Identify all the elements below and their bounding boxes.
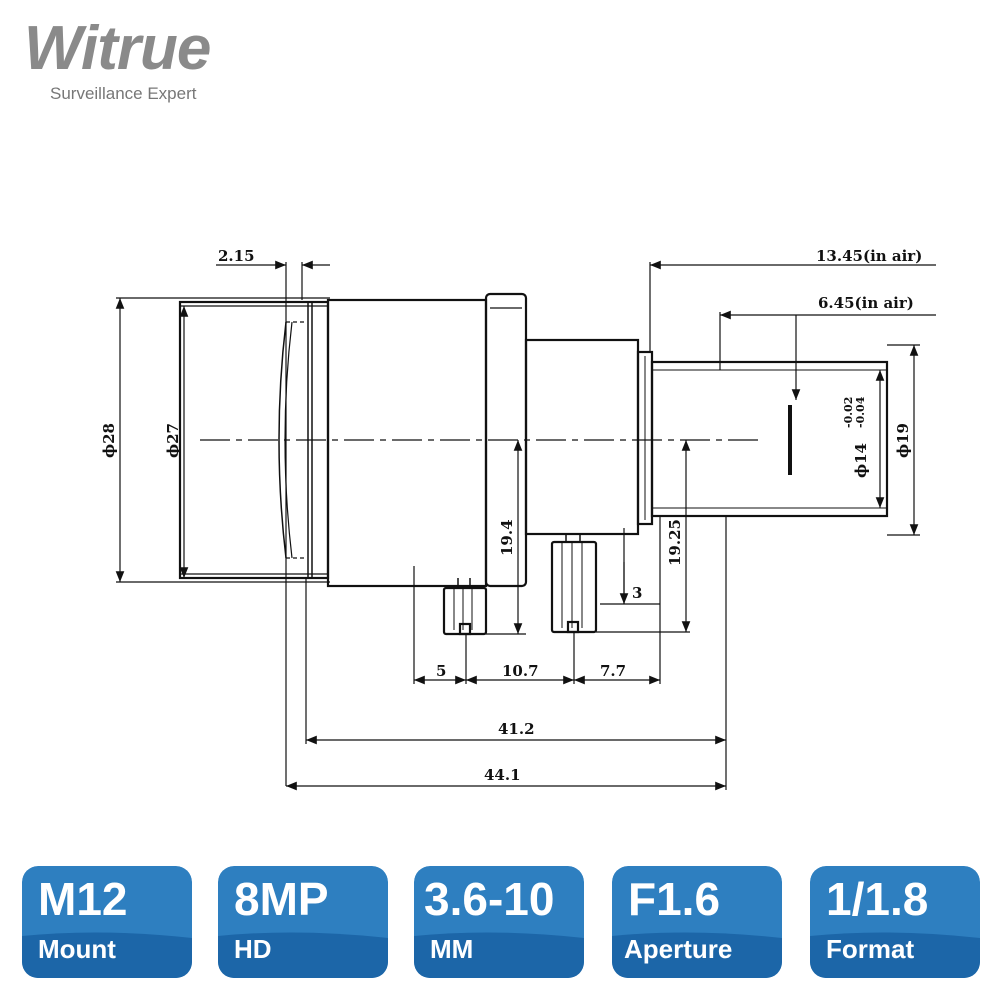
- spec-badges: M12 Mount 8MP HD 3.6-10 MM F1.6 Aperture…: [22, 866, 982, 984]
- dim-phi-28: ϕ28: [100, 423, 118, 458]
- dim-phi-14-lower-tolerance: -0.04: [854, 396, 867, 428]
- dim-phi-14-upper-tolerance: -0.02: [842, 397, 855, 428]
- dim-phi-14: ϕ14: [852, 443, 870, 478]
- badge-format: 1/1.8 Format: [810, 866, 980, 978]
- dim-phi-27: ϕ27: [164, 423, 182, 458]
- badge-format-label: Format: [826, 934, 915, 964]
- dimension-lines: [115, 260, 936, 791]
- badge-resolution: 8MP HD: [218, 866, 388, 978]
- dim-5: 5: [436, 662, 446, 680]
- badge-focal-length: 3.6-10 MM: [414, 866, 584, 978]
- dim-2-15: 2.15: [218, 247, 255, 265]
- dim-phi-19: ϕ19: [894, 423, 912, 458]
- badge-focal-length-label: MM: [430, 934, 474, 964]
- badge-resolution-label: HD: [234, 934, 272, 964]
- badge-mount-value: M12: [38, 873, 128, 925]
- dim-44-1: 44.1: [484, 766, 521, 784]
- zoom-screw: [550, 540, 598, 634]
- badge-aperture: F1.6 Aperture: [612, 866, 782, 978]
- dim-19-25: 19.25: [666, 519, 684, 566]
- brand-tagline: Surveillance Expert: [50, 84, 197, 103]
- badge-mount: M12 Mount: [22, 866, 192, 978]
- badge-background: [218, 866, 388, 978]
- badge-background: [22, 866, 192, 978]
- badge-focal-length-value: 3.6-10: [424, 873, 555, 925]
- dim-19-4: 19.4: [498, 519, 516, 556]
- focus-screw: [442, 586, 488, 636]
- badge-mount-label: Mount: [38, 934, 116, 964]
- badge-background: [810, 866, 980, 978]
- extension-lines: [116, 262, 920, 790]
- dim-13-45-in-air: 13.45(in air): [816, 247, 922, 265]
- dim-41-2: 41.2: [498, 720, 535, 738]
- badge-background: [612, 866, 782, 978]
- dim-7-7: 7.7: [600, 662, 626, 680]
- dim-10-7: 10.7: [502, 662, 539, 680]
- badge-aperture-label: Aperture: [624, 934, 733, 964]
- badge-format-value: 1/1.8: [826, 873, 929, 925]
- dim-6-45-in-air: 6.45(in air): [818, 294, 914, 312]
- lens-dimension-drawing: 2.15 13.45(in air) 6.45(in air) ϕ28 ϕ27 …: [100, 247, 936, 791]
- badge-background: [414, 866, 584, 978]
- lens-body: [178, 292, 889, 636]
- badge-aperture-value: F1.6: [628, 873, 721, 925]
- dim-3: 3: [632, 584, 642, 602]
- badge-resolution-value: 8MP: [234, 873, 329, 925]
- brand-name: Witrue: [24, 14, 211, 83]
- brand-logo: Witrue Surveillance Expert: [24, 14, 211, 104]
